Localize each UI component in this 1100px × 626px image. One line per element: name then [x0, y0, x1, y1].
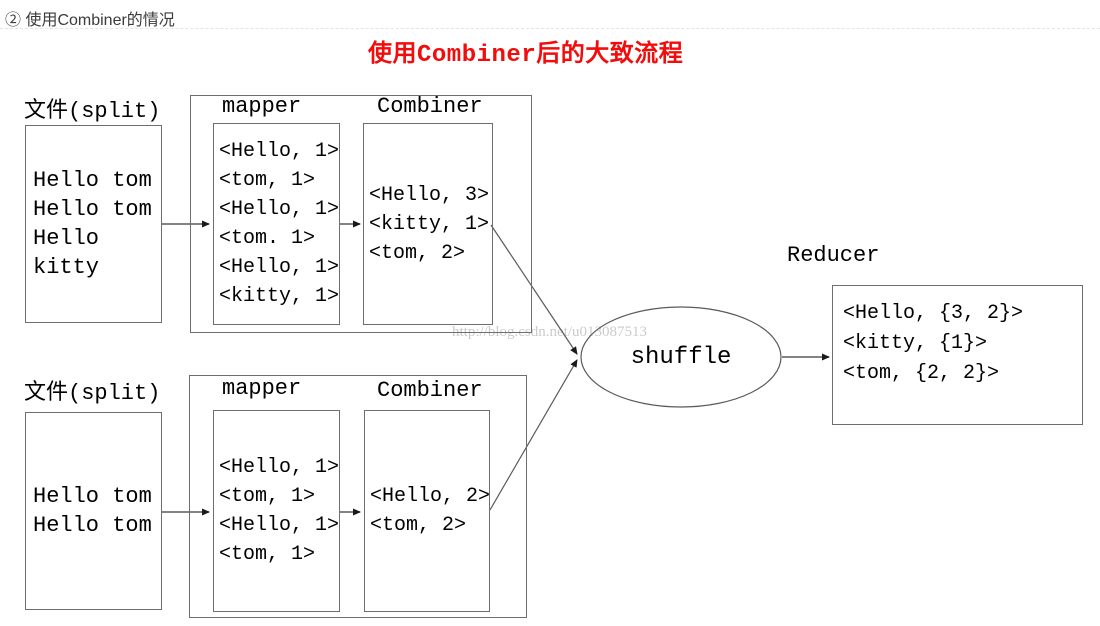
text-line: <kitty, 1>	[219, 285, 340, 308]
mapper2-box: <Hello, 1> <tom, 1> <Hello, 1> <tom, 1>	[213, 410, 340, 612]
reducer-label: Reducer	[787, 243, 880, 268]
text-line: <Hello, 1>	[219, 456, 340, 479]
text-line: <Hello, 1>	[219, 514, 340, 537]
diagram-title: 使用Combiner后的大致流程	[368, 42, 684, 69]
text-line: <tom, 1>	[219, 485, 316, 508]
text-line: <Hello, 1>	[219, 198, 340, 221]
text-line: Hello tom	[33, 484, 152, 509]
text-line: <tom, 2>	[370, 514, 467, 537]
mapper2-label: mapper	[222, 376, 302, 401]
text-line: Hello tom	[33, 197, 152, 222]
text-line: <tom, 2>	[369, 241, 466, 265]
mapper1-label: mapper	[222, 94, 302, 119]
separator-line	[0, 28, 1100, 29]
combiner1-label: Combiner	[377, 94, 483, 119]
combiner1-box: <Hello, 3> <kitty, 1> <tom, 2>	[363, 123, 493, 325]
map-task1-group-box	[190, 95, 532, 333]
text-line: <Hello, 2>	[370, 485, 491, 508]
text-line: <Hello, 3>	[369, 183, 490, 207]
text-line: Hello	[33, 226, 100, 251]
combiner2-box: <Hello, 2> <tom, 2>	[364, 410, 490, 612]
text-line: Hello tom	[33, 168, 152, 193]
section-heading: ② 使用Combiner的情况	[5, 12, 175, 29]
text-line: <tom, 1>	[219, 543, 316, 566]
text-line: <kitty, 1>	[369, 212, 490, 236]
text-line: <kitty, {1}>	[843, 332, 988, 355]
text-line: <Hello, {3, 2}>	[843, 302, 1024, 325]
text-line: <tom, 1>	[219, 169, 316, 192]
text-line: <Hello, 1>	[219, 256, 340, 279]
combiner2-label: Combiner	[377, 378, 483, 403]
text-line: <tom. 1>	[219, 227, 316, 250]
text-line: kitty	[33, 255, 100, 280]
text-line: <Hello, 1>	[219, 140, 340, 163]
mapper1-box: <Hello, 1> <tom, 1> <Hello, 1> <tom. 1> <Hel…	[213, 123, 340, 325]
shuffle-label: shuffle	[630, 343, 732, 371]
split1-label: 文件(split)	[24, 99, 161, 124]
split2-label: 文件(split)	[24, 381, 161, 406]
text-line: <tom, {2, 2}>	[843, 362, 1000, 385]
reducer-box: <Hello, {3, 2}> <kitty, {1}> <tom, {2, 2}>	[832, 285, 1083, 425]
text-line: Hello tom	[33, 513, 152, 538]
